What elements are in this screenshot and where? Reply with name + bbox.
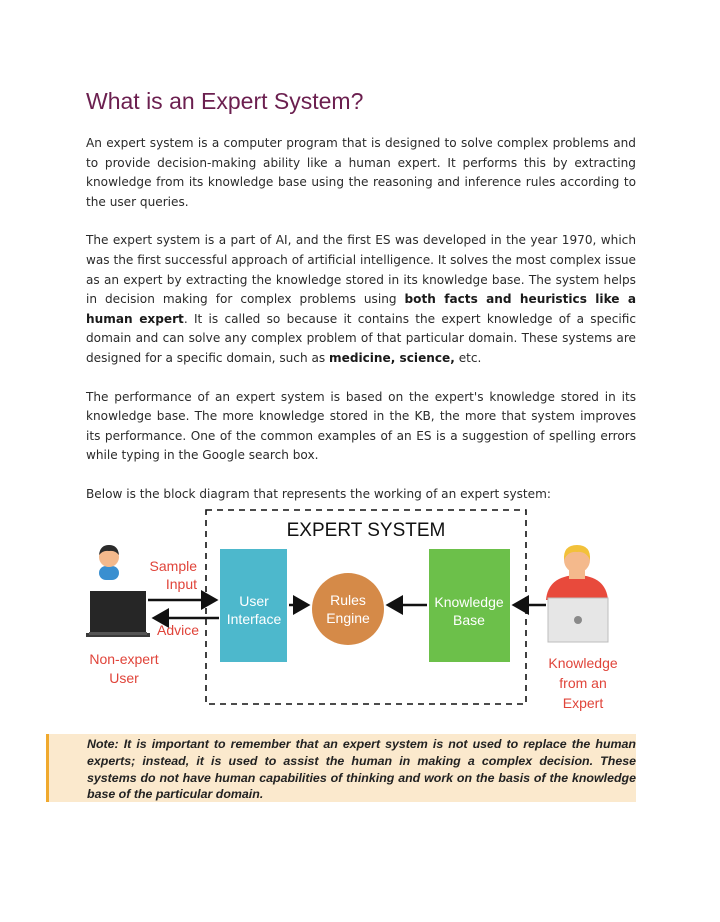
user-interface-label-2: Interface bbox=[227, 611, 282, 627]
knowledge-base-box bbox=[429, 549, 510, 662]
non-expert-user-label-2: User bbox=[109, 670, 139, 686]
expert-label-1: Knowledge bbox=[548, 655, 617, 671]
article: What is an Expert System? An expert syst… bbox=[86, 88, 636, 524]
user-interface-box bbox=[220, 549, 287, 662]
non-expert-user-label-1: Non-expert bbox=[89, 651, 158, 667]
user-interface-label-1: User bbox=[239, 593, 269, 609]
page-title: What is an Expert System? bbox=[86, 88, 364, 114]
note-text: Note: It is important to remember that a… bbox=[87, 737, 636, 802]
paragraph-history-bold-1: both facts and heuristics like a human e… bbox=[86, 292, 636, 326]
sample-input-label-1: Sample bbox=[150, 558, 198, 574]
paragraph-history-text-2: . It is called so because it contains th… bbox=[86, 311, 636, 365]
paragraph-history-text-3: etc. bbox=[454, 350, 482, 365]
paragraph-diagram-intro: Below is the block diagram that represen… bbox=[86, 486, 551, 501]
paragraph-history-text-1: The expert system is a part of AI, and t… bbox=[86, 233, 636, 307]
diagram-heading: EXPERT SYSTEM bbox=[287, 520, 446, 541]
expert-label-2: from an bbox=[559, 675, 606, 691]
expert-icon bbox=[546, 545, 609, 643]
sample-input-label-2: Input bbox=[166, 576, 197, 592]
paragraph-history-bold-2: medicine, science, bbox=[329, 350, 455, 365]
paragraph-history: The expert system is a part of AI, and t… bbox=[86, 231, 636, 368]
knowledge-base-label-2: Base bbox=[453, 612, 485, 628]
rules-engine-circle bbox=[312, 573, 384, 645]
knowledge-base-label-1: Knowledge bbox=[434, 594, 503, 610]
advice-label: Advice bbox=[157, 622, 199, 638]
note-callout: Note: It is important to remember that a… bbox=[46, 734, 636, 802]
expert-label-3: Expert bbox=[563, 695, 604, 711]
non-expert-user-icon bbox=[86, 545, 150, 637]
rules-engine-label-1: Rules bbox=[330, 592, 366, 608]
expert-system-boundary bbox=[205, 509, 527, 705]
paragraph-performance: The performance of an expert system is b… bbox=[86, 389, 636, 463]
rules-engine-label-2: Engine bbox=[326, 610, 370, 626]
paragraph-intro: An expert system is a computer program t… bbox=[86, 136, 636, 209]
expert-system-diagram: EXPERT SYSTEM User Interface Rules Engin… bbox=[86, 509, 618, 711]
